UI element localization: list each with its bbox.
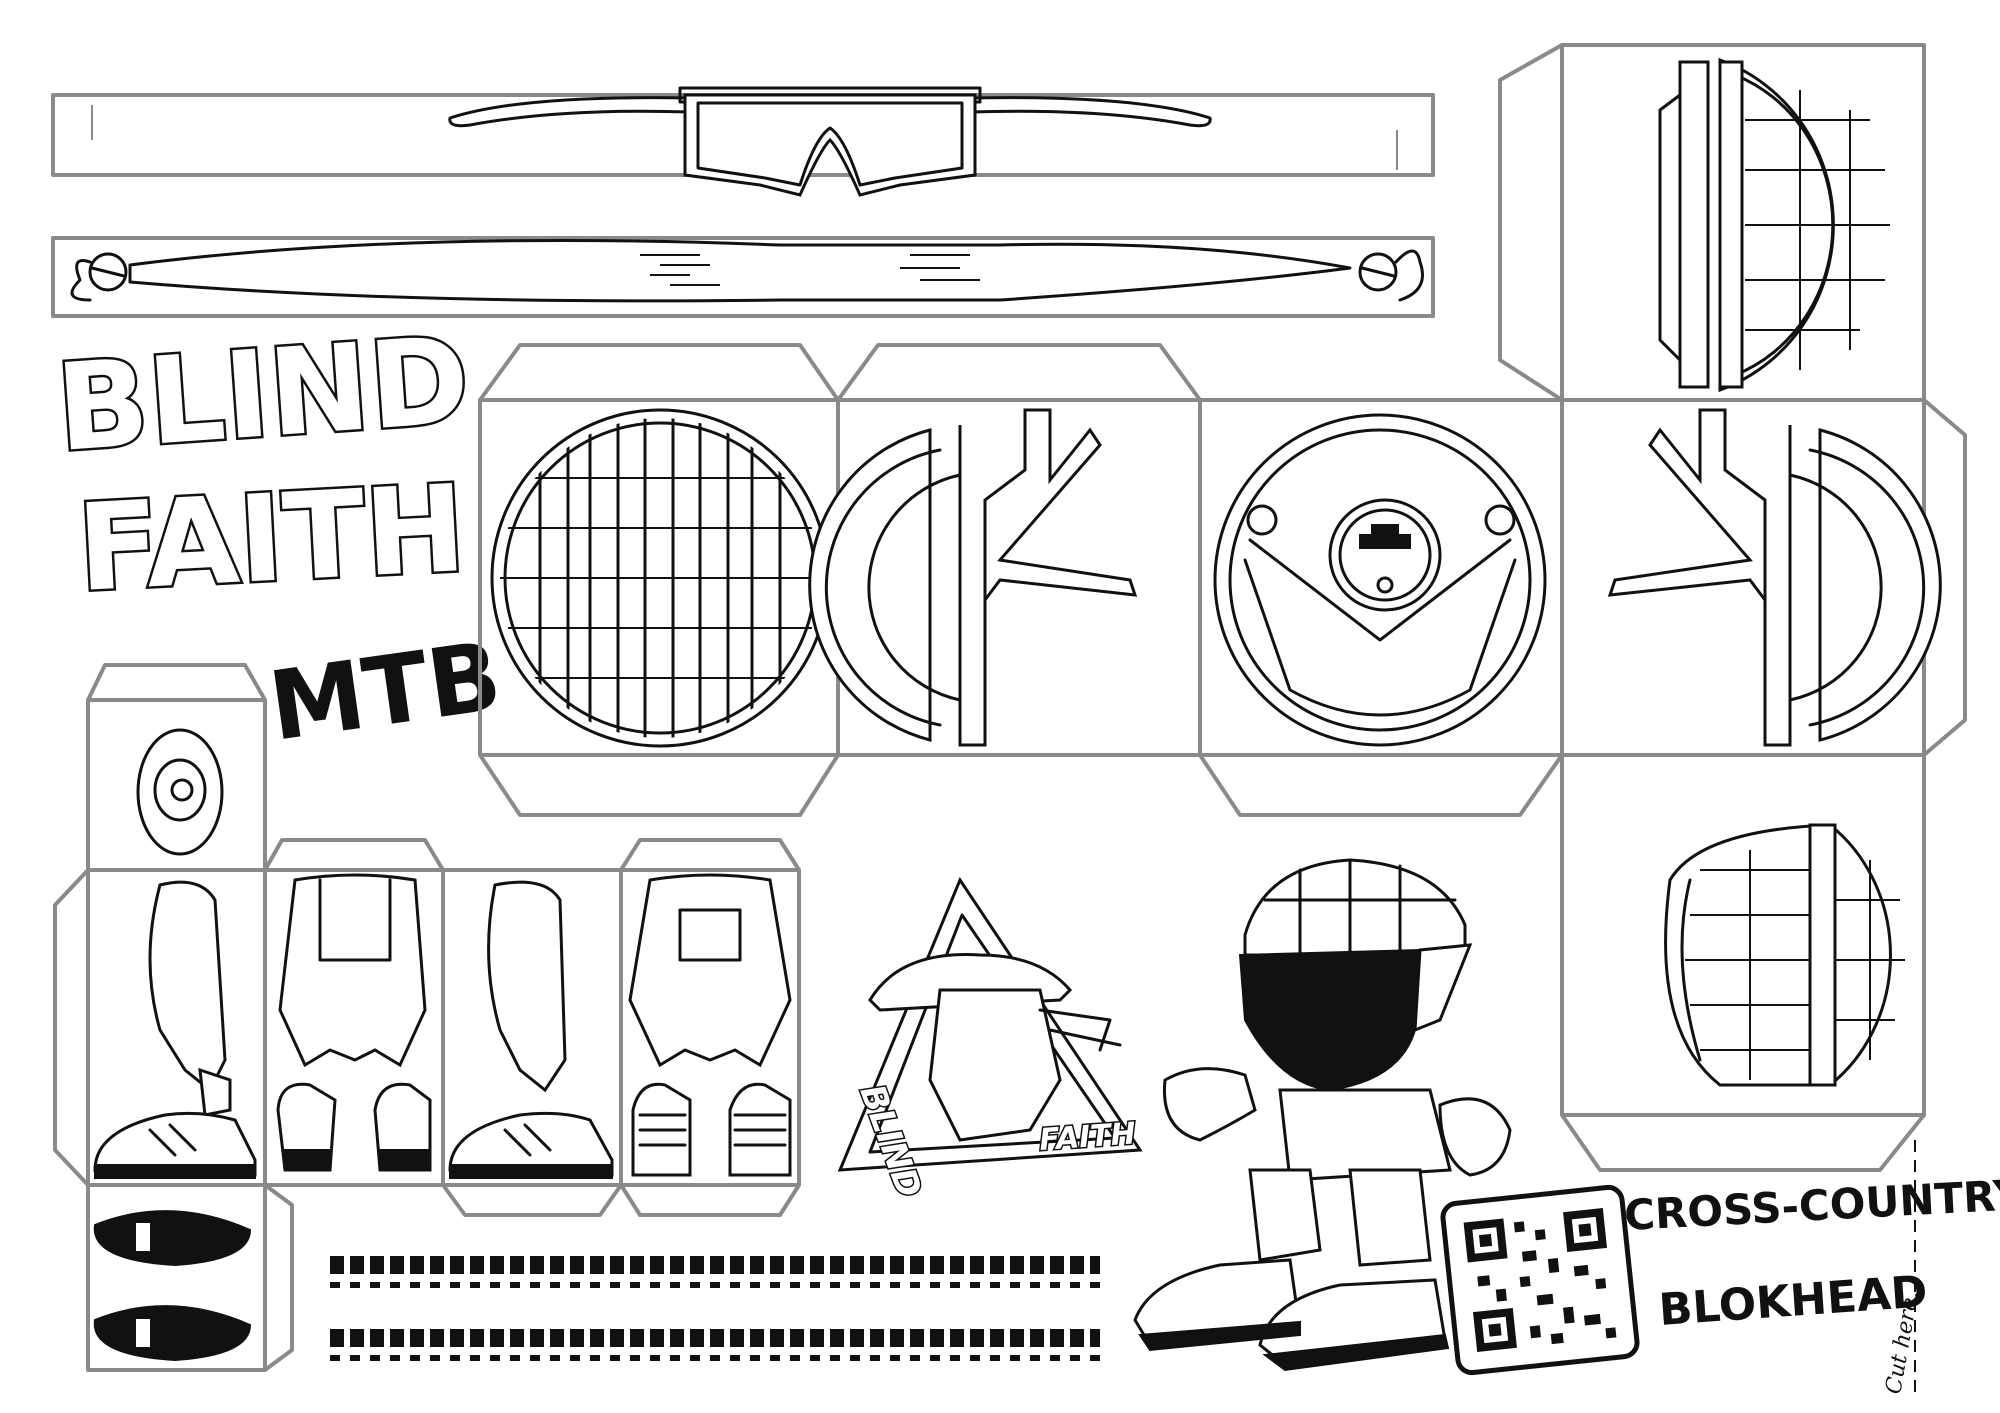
body-back xyxy=(276,873,432,1172)
qr-code-icon xyxy=(1440,1184,1640,1376)
tyre-track-top xyxy=(330,1256,1100,1288)
helmet-front xyxy=(1213,413,1547,747)
helmet-back-top xyxy=(1658,57,1890,393)
brand-line2: FAITH xyxy=(74,460,469,619)
brand-line1: BLIND xyxy=(52,311,473,478)
helmet-net xyxy=(478,43,1967,1172)
body-front xyxy=(628,873,792,1177)
goggle-strap-strip xyxy=(51,86,1435,197)
brand-line3: MTB xyxy=(263,622,508,763)
triangle-badge: BLIND FAITH xyxy=(837,876,1143,1204)
goggles-icon xyxy=(448,86,1212,197)
caption-line1: CROSS-COUNTRY xyxy=(1623,1170,2000,1240)
body-top-icon xyxy=(136,728,224,856)
rider-figure-icon xyxy=(1133,858,1512,1372)
helmet-icon xyxy=(490,408,830,748)
bandana-strip xyxy=(51,236,1435,318)
caption-line2: BLOKHEAD xyxy=(1657,1266,1929,1336)
body-side-left xyxy=(93,880,257,1179)
tyre-track-icon xyxy=(330,1256,1100,1361)
helmet-back-bottom xyxy=(1664,823,1905,1087)
bandana-icon xyxy=(70,239,1424,303)
tyre-track-bottom xyxy=(330,1329,1100,1361)
brand-logo: BLIND FAITH MTB xyxy=(50,309,508,763)
helmet-side-right xyxy=(1607,408,1942,747)
body-side-right xyxy=(448,880,614,1179)
badge-word2: FAITH xyxy=(1038,1116,1137,1158)
caption: CROSS-COUNTRY BLOKHEAD xyxy=(1623,1170,2000,1336)
shoe-sole-icon xyxy=(93,1210,252,1362)
helmet-side-left xyxy=(808,408,1138,747)
body-net xyxy=(53,663,801,1372)
